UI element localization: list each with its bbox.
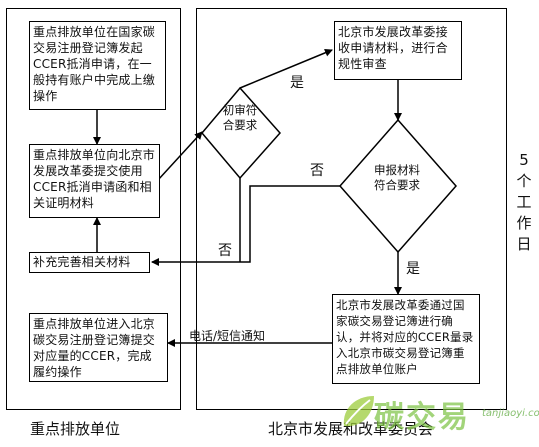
arrow-submit-to-initial-review xyxy=(157,131,203,181)
side-note-char-2: 工 xyxy=(516,193,532,211)
side-note-char-4: 日 xyxy=(516,235,532,253)
watermark-brand: 碳交易 xyxy=(374,400,470,435)
label-notify: 电话/短信通知 xyxy=(189,329,266,343)
decision-diamond-material xyxy=(339,118,457,254)
box-transfer-ccer: 重点排放单位进入北京碳交易注册登记簿提交对应量的CCER，完成履约操作 xyxy=(29,313,168,382)
side-note-char-1: 个 xyxy=(516,172,532,190)
side-note-working-days: 5 个 工 作 日 xyxy=(514,150,534,255)
label-no-material: 否 xyxy=(310,163,324,179)
box-apply-cancel: 重点排放单位在国家碳交易注册登记簿发起CCER抵消申请，在一般持有账户中完成上缴… xyxy=(29,21,166,110)
decision-material-review: 申报材料符合要求 xyxy=(374,163,420,192)
watermark-url: tanjiaoyi.com xyxy=(482,408,539,419)
side-note-number: 5 xyxy=(519,151,529,169)
label-yes-material: 是 xyxy=(406,261,420,277)
arrow-initial-yes xyxy=(239,48,333,89)
box-supplement: 补充完善相关材料 xyxy=(29,252,150,273)
watermark-logo: 碳交易 tanjiaoyi.com xyxy=(336,386,539,444)
box-submit-letter: 重点排放单位向北京市发展改革委提交使用CCER抵消申请函和相关证明材料 xyxy=(29,144,160,218)
lane-emitter xyxy=(6,8,181,410)
label-no-initial: 否 xyxy=(218,243,232,259)
label-yes-initial: 是 xyxy=(290,75,304,91)
box-receive-review: 北京市发展改革委接收申请材料，进行合规性审查 xyxy=(334,21,462,80)
lane-title-emitter: 重点排放单位 xyxy=(30,420,121,438)
lane-title-commission: 北京市发展和改革委员会 xyxy=(268,420,434,438)
box-confirm-record: 北京市发展改革委通过国家碳交易登记簿进行确认，并将对应的CCER量录入北京市碳交… xyxy=(332,294,480,384)
decision-initial-review: 初审符合要求 xyxy=(222,103,258,132)
arrow-material-no xyxy=(151,185,340,266)
decision-diamond-initial xyxy=(201,86,282,180)
side-note-char-3: 作 xyxy=(516,214,532,232)
leaf-icon xyxy=(343,396,374,427)
